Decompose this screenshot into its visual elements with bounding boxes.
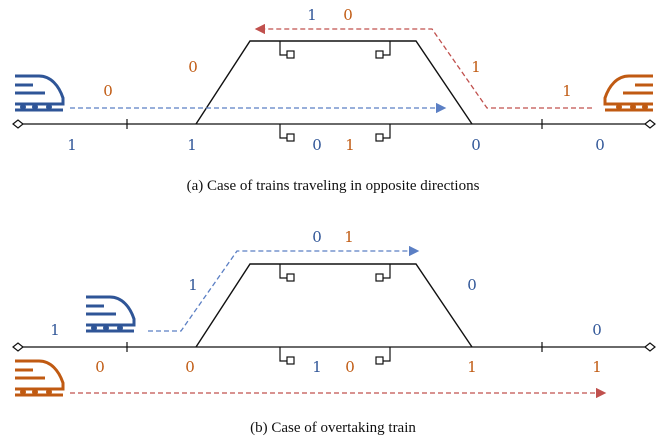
signal-icon xyxy=(279,41,295,59)
caption-a: (a) Case of trains traveling in opposite… xyxy=(187,178,480,194)
top-orange-label-b: 1 xyxy=(344,228,354,246)
signal-icon xyxy=(279,264,295,282)
bottom-label-a: 0 xyxy=(312,136,322,154)
bottom-label-a: 1 xyxy=(345,136,355,154)
signal-icon xyxy=(375,124,391,142)
bottom-label-b: 1 xyxy=(467,358,477,376)
bottom-label-b: 0 xyxy=(345,358,355,376)
bottom-label-a: 0 xyxy=(471,136,481,154)
blue-route-b xyxy=(148,245,420,332)
panel-a: 1 0 0 1 0 1 1 1 0 1 0 0 (a) Case of trai… xyxy=(12,6,656,194)
blue-train-icon xyxy=(13,74,65,112)
passing-loop-b xyxy=(195,263,473,348)
track-end-right-a xyxy=(644,119,656,129)
orange-train-label-a: 1 xyxy=(562,82,572,100)
bottom-label-b: 1 xyxy=(312,358,322,376)
top-blue-label-b: 0 xyxy=(312,228,322,246)
bottom-label-a: 1 xyxy=(67,136,77,154)
bottom-label-b: 0 xyxy=(95,358,105,376)
caption-b: (b) Case of overtaking train xyxy=(250,420,416,436)
track-end-right-b xyxy=(644,342,656,352)
blue-train-label-a: 0 xyxy=(103,82,113,100)
track-end-left-b xyxy=(12,342,24,352)
bottom-label-a: 1 xyxy=(187,136,197,154)
red-route-a xyxy=(254,23,592,109)
bottom-label-a: 0 xyxy=(595,136,605,154)
orange-train-icon xyxy=(13,359,65,397)
bottom-label-b: 1 xyxy=(592,358,602,376)
left-slope-label-b: 1 xyxy=(188,276,198,294)
far-right-label-b: 0 xyxy=(592,321,602,339)
signal-icon xyxy=(375,41,391,59)
panel-b: 0 1 1 0 1 0 0 0 1 0 1 1 (b) Case of over… xyxy=(12,228,656,436)
left-slope-label-a: 0 xyxy=(188,58,198,76)
signal-icon xyxy=(375,264,391,282)
top-orange-label-a: 0 xyxy=(343,6,353,24)
right-slope-label-b: 0 xyxy=(467,276,477,294)
bottom-label-b: 0 xyxy=(185,358,195,376)
track-end-left-a xyxy=(12,119,24,129)
right-slope-label-a: 1 xyxy=(471,58,481,76)
signal-icon xyxy=(375,347,391,365)
far-left-label-b: 1 xyxy=(50,321,60,339)
passing-loop-a xyxy=(195,40,473,125)
signal-icon xyxy=(279,124,295,142)
blue-train-icon xyxy=(84,295,136,333)
orange-train-icon xyxy=(603,74,655,112)
top-blue-label-a: 1 xyxy=(307,6,317,24)
signal-icon xyxy=(279,347,295,365)
